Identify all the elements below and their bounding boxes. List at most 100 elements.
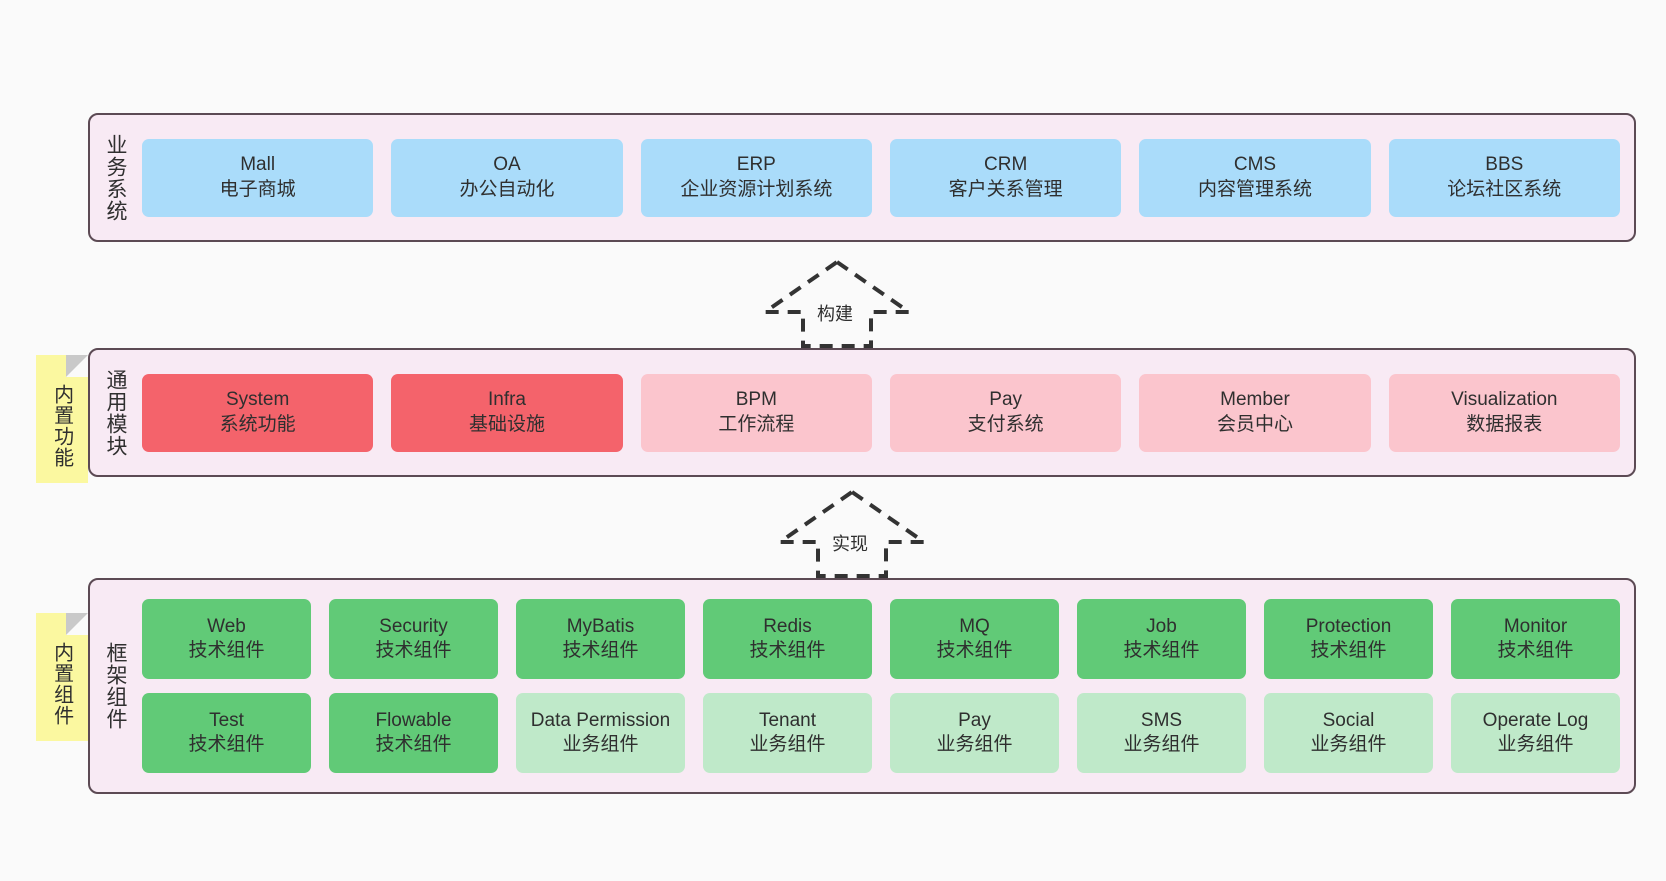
node-test[interactable]: Test 技术组件 <box>142 693 311 773</box>
framework-node-row-biz: Test 技术组件 Flowable 技术组件 Data Permission … <box>142 693 1620 773</box>
node-sms[interactable]: SMS 业务组件 <box>1077 693 1246 773</box>
node-mybatis[interactable]: MyBatis 技术组件 <box>516 599 685 679</box>
node-data-permission[interactable]: Data Permission 业务组件 <box>516 693 685 773</box>
node-subtitle: 技术组件 <box>188 640 265 661</box>
node-name: BBS <box>1485 154 1524 176</box>
node-subtitle: 技术组件 <box>375 734 452 755</box>
node-system[interactable]: System 系统功能 <box>142 373 374 452</box>
node-redis[interactable]: Redis 技术组件 <box>703 599 872 679</box>
layer-body-common: System 系统功能 Infra 基础设施 BPM 工作流程 Pay 支付系统… <box>132 358 1620 467</box>
node-subtitle: 技术组件 <box>375 640 452 661</box>
node-name: Infra <box>487 389 526 411</box>
business-node-row: Mall 电子商城 OA 办公自动化 ERP 企业资源计划系统 CRM 客户关系… <box>142 138 1620 217</box>
node-subtitle: 技术组件 <box>1123 640 1200 661</box>
layer-body-framework: Web 技术组件 Security 技术组件 MyBatis 技术组件 Redi… <box>132 588 1620 784</box>
node-bpm[interactable]: BPM 工作流程 <box>640 373 872 452</box>
layer-title-common: 通用模块 <box>103 368 128 457</box>
node-name: ERP <box>736 154 776 176</box>
node-infra[interactable]: Infra 基础设施 <box>391 373 623 452</box>
note-label: 内置功能 <box>50 384 75 468</box>
node-name: Visualization <box>1451 389 1558 411</box>
node-name: Pay <box>958 709 991 731</box>
layer-title-business: 业务系统 <box>103 133 128 222</box>
node-member[interactable]: Member 会员中心 <box>1139 373 1371 452</box>
node-subtitle: 会员中心 <box>1216 413 1293 435</box>
node-tenant[interactable]: Tenant 业务组件 <box>703 693 872 773</box>
arrow-label-implement: 实现 <box>832 534 868 555</box>
node-bbs[interactable]: BBS 论坛社区系统 <box>1388 138 1620 217</box>
node-name: Security <box>379 615 448 637</box>
node-subtitle: 办公自动化 <box>459 178 555 200</box>
node-name: System <box>225 389 290 411</box>
node-name: Redis <box>763 615 812 637</box>
framework-node-row-tech: Web 技术组件 Security 技术组件 MyBatis 技术组件 Redi… <box>142 599 1620 679</box>
node-mall[interactable]: Mall 电子商城 <box>142 138 374 217</box>
layer-title-framework: 框架组件 <box>103 642 128 730</box>
node-subtitle: 业务组件 <box>1310 734 1387 755</box>
node-oa[interactable]: OA 办公自动化 <box>391 138 623 217</box>
node-subtitle: 业务组件 <box>1123 734 1200 755</box>
node-name: Member <box>1220 389 1290 411</box>
layer-body-business: Mall 电子商城 OA 办公自动化 ERP 企业资源计划系统 CRM 客户关系… <box>132 123 1620 232</box>
layer-common-modules: 通用模块 System 系统功能 Infra 基础设施 BPM 工作流程 Pay… <box>88 348 1636 477</box>
node-visualization[interactable]: Visualization 数据报表 <box>1388 373 1620 452</box>
node-name: Flowable <box>375 709 452 731</box>
node-subtitle: 支付系统 <box>967 413 1044 435</box>
note-label: 内置组件 <box>50 642 75 726</box>
node-name: OA <box>493 154 521 176</box>
arrow-build: 构建 <box>757 256 917 348</box>
node-name: Web <box>207 615 246 637</box>
node-subtitle: 基础设施 <box>468 413 545 435</box>
node-subtitle: 技术组件 <box>1310 640 1387 661</box>
node-pay-component[interactable]: Pay 业务组件 <box>890 693 1059 773</box>
layer-business-systems: 业务系统 Mall 电子商城 OA 办公自动化 ERP 企业资源计划系统 CRM… <box>88 113 1636 242</box>
note-builtin-function: 内置功能 <box>36 355 88 483</box>
node-subtitle: 系统功能 <box>219 413 296 435</box>
node-operate-log[interactable]: Operate Log 业务组件 <box>1451 693 1620 773</box>
dashed-hollow-arrow-icon <box>773 489 931 578</box>
node-pay[interactable]: Pay 支付系统 <box>889 373 1122 452</box>
node-cms[interactable]: CMS 内容管理系统 <box>1139 138 1371 217</box>
node-name: MQ <box>959 615 990 637</box>
node-subtitle: 技术组件 <box>936 640 1013 661</box>
node-security[interactable]: Security 技术组件 <box>329 599 498 679</box>
node-protection[interactable]: Protection 技术组件 <box>1264 599 1433 679</box>
node-subtitle: 客户关系管理 <box>948 178 1063 200</box>
node-mq[interactable]: MQ 技术组件 <box>890 599 1059 679</box>
node-name: Operate Log <box>1482 709 1589 731</box>
node-name: Monitor <box>1503 615 1568 637</box>
dashed-hollow-arrow-icon <box>758 259 916 348</box>
node-name: Pay <box>989 389 1023 411</box>
layer-framework-components: 框架组件 Web 技术组件 Security 技术组件 MyBatis 技术组件… <box>88 578 1636 794</box>
node-flowable[interactable]: Flowable 技术组件 <box>329 693 498 773</box>
node-name: Job <box>1146 615 1177 637</box>
node-social[interactable]: Social 业务组件 <box>1264 693 1433 773</box>
node-name: BPM <box>735 389 777 411</box>
node-subtitle: 电子商城 <box>219 178 296 200</box>
arrow-implement: 实现 <box>772 486 932 578</box>
node-subtitle: 技术组件 <box>1497 640 1574 661</box>
node-crm[interactable]: CRM 客户关系管理 <box>889 138 1122 217</box>
node-name: CMS <box>1233 154 1277 176</box>
node-name: Test <box>209 709 244 731</box>
node-erp[interactable]: ERP 企业资源计划系统 <box>640 138 872 217</box>
node-subtitle: 内容管理系统 <box>1197 178 1312 200</box>
node-subtitle: 业务组件 <box>562 734 639 755</box>
node-subtitle: 业务组件 <box>1497 734 1574 755</box>
node-name: MyBatis <box>566 615 635 637</box>
node-name: Social <box>1322 709 1375 731</box>
node-web[interactable]: Web 技术组件 <box>142 599 311 679</box>
node-name: Data Permission <box>530 709 671 731</box>
node-name: Protection <box>1305 615 1392 637</box>
common-node-row: System 系统功能 Infra 基础设施 BPM 工作流程 Pay 支付系统… <box>142 373 1620 452</box>
node-subtitle: 技术组件 <box>562 640 639 661</box>
node-name: Tenant <box>758 709 817 731</box>
node-monitor[interactable]: Monitor 技术组件 <box>1451 599 1620 679</box>
node-name: CRM <box>984 154 1028 176</box>
node-job[interactable]: Job 技术组件 <box>1077 599 1246 679</box>
node-subtitle: 企业资源计划系统 <box>680 178 833 200</box>
node-subtitle: 技术组件 <box>749 640 826 661</box>
node-subtitle: 技术组件 <box>188 734 265 755</box>
node-subtitle: 业务组件 <box>749 734 826 755</box>
